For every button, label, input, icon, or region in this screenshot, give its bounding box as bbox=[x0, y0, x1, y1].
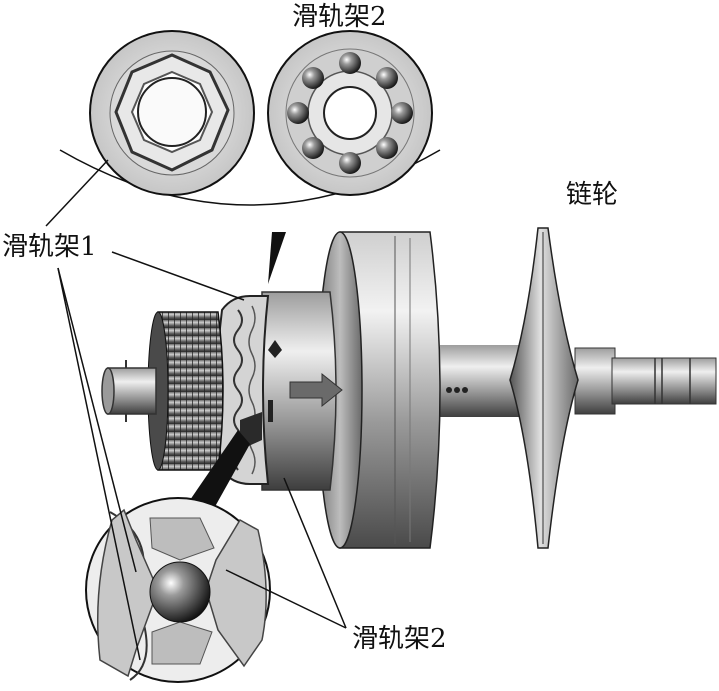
callout-pointer bbox=[268, 232, 286, 284]
label-slide-rail-2-top: 滑轨架2 bbox=[292, 2, 387, 32]
hub-cylinder bbox=[261, 291, 343, 491]
label-slide-rail-2-bottom: 滑轨架2 bbox=[352, 624, 447, 654]
input-stub bbox=[101, 360, 157, 422]
label-sprocket: 链轮 bbox=[566, 180, 619, 210]
input-gear bbox=[147, 311, 224, 471]
inset-ball-rail bbox=[85, 430, 271, 683]
leader-lines bbox=[45, 159, 347, 661]
inset-slide-rail-1 bbox=[89, 30, 255, 196]
inset-slide-rail-2 bbox=[267, 30, 433, 196]
label-slide-rail-1: 滑轨架1 bbox=[2, 232, 97, 262]
bearing-balls bbox=[287, 52, 413, 174]
direction-arrow bbox=[289, 372, 343, 408]
sprocket bbox=[509, 227, 579, 549]
